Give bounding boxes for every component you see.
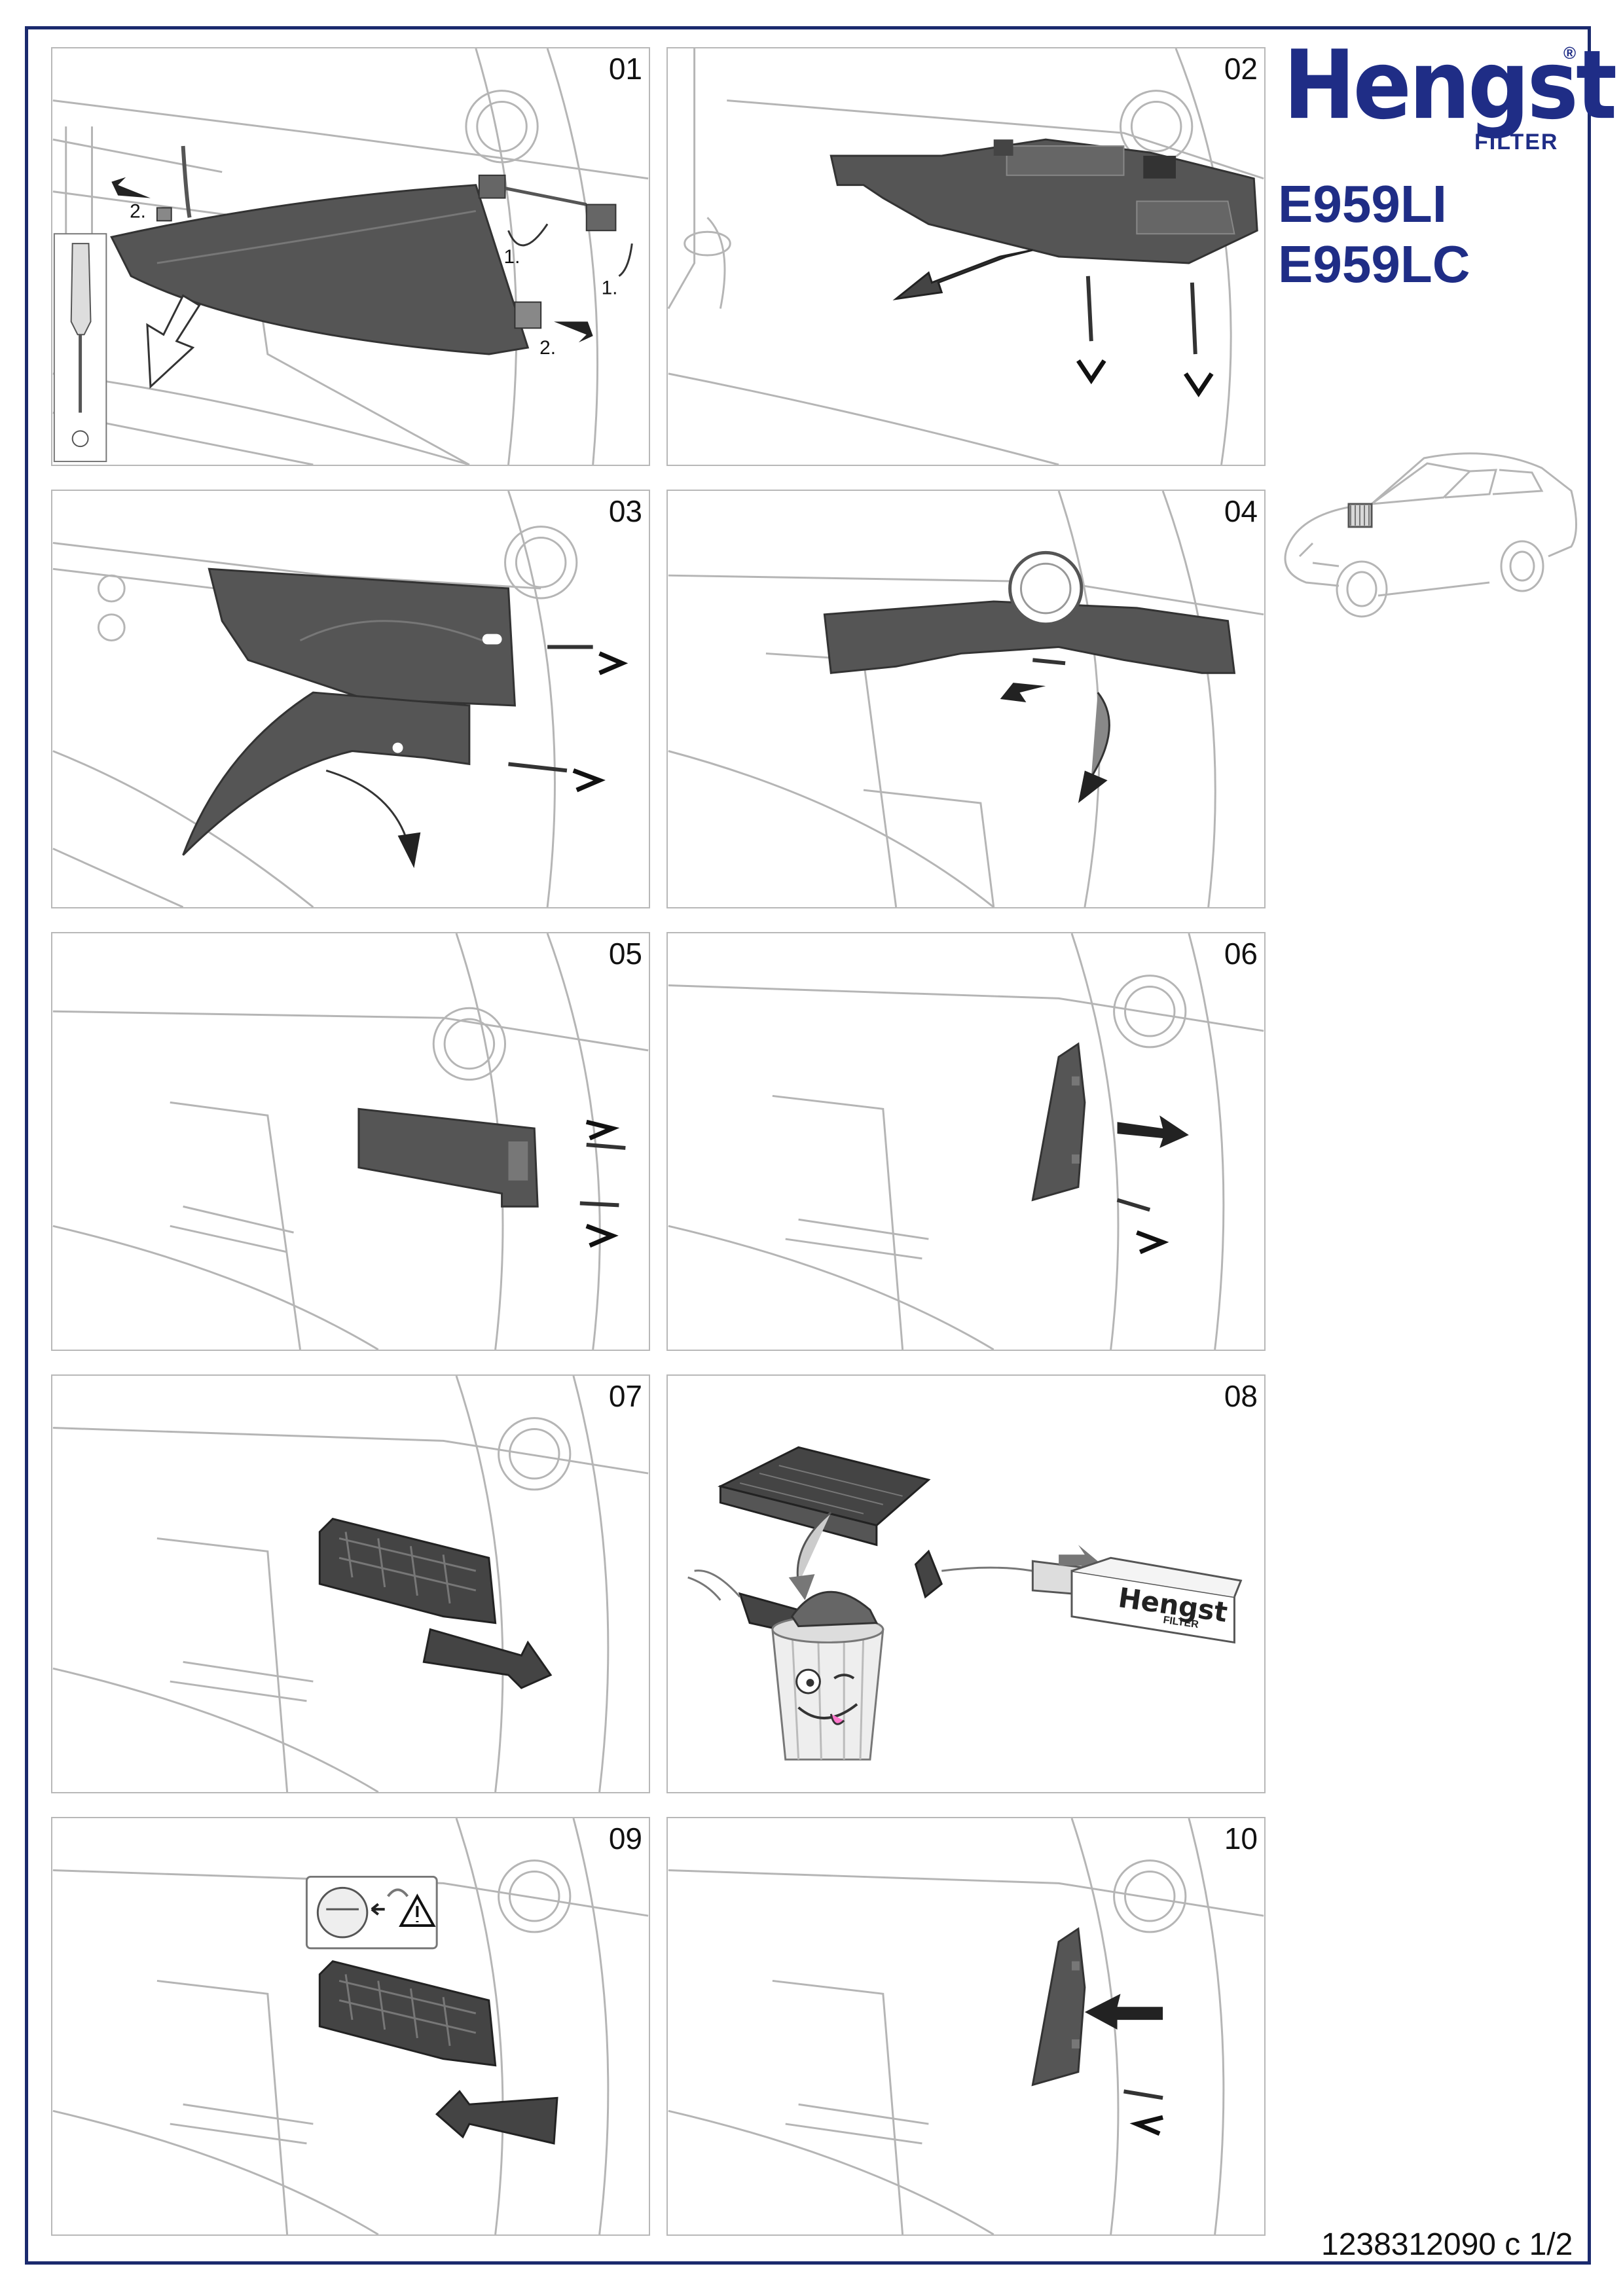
document-code: 1238312090 c 1/2: [1321, 2227, 1573, 2262]
hengst-logo: Hengst ® FILTER: [1283, 38, 1617, 156]
step-08-illustration: Hengst FILTER: [687, 1446, 1243, 1761]
step-number: 09: [608, 1821, 642, 1856]
step-number: 02: [1224, 52, 1258, 86]
step-panel-01: 2. 1. 1. 2. 01: [51, 47, 650, 466]
step-07-illustration: [52, 1376, 649, 1792]
step-04-illustration: [668, 491, 1264, 907]
step-panel-09: 09: [51, 1817, 650, 2236]
step-05-illustration: [52, 933, 649, 1350]
step-09-illustration: [52, 1818, 649, 2234]
step-01-label-d: 2.: [539, 337, 556, 359]
step-panel-08: Hengst FILTER 08: [666, 1374, 1266, 1793]
registered-mark: ®: [1563, 43, 1577, 63]
step-number: 08: [1224, 1379, 1258, 1413]
step-01-label-b: 1.: [504, 246, 520, 268]
step-panel-10: 10: [666, 1817, 1266, 2236]
page-frame: [25, 26, 1591, 2265]
step-01-label-c: 1.: [602, 278, 618, 299]
car-illustration: [1284, 452, 1577, 618]
step-panel-06: 06: [666, 932, 1266, 1351]
step-panel-04: 04: [666, 490, 1266, 908]
step-03-illustration: [52, 491, 629, 907]
step-02-illustration: [668, 48, 1264, 465]
step-01-label-a: 2.: [130, 200, 146, 222]
step-06-illustration: [668, 933, 1264, 1350]
part-number-1: E959LI: [1278, 175, 1447, 233]
step-number: 10: [1224, 1821, 1258, 1856]
step-number: 03: [608, 494, 642, 528]
step-panel-03: 03: [51, 490, 650, 908]
step-10-illustration: [668, 1818, 1264, 2234]
step-number: 04: [1224, 494, 1258, 528]
logo-subtitle: FILTER: [1474, 130, 1559, 154]
step-panel-02: 02: [666, 47, 1266, 466]
step-number: 07: [608, 1379, 642, 1413]
step-panel-05: 05: [51, 932, 650, 1351]
step-number: 06: [1224, 937, 1258, 971]
step-panel-07: 07: [51, 1374, 650, 1793]
part-number-2: E959LC: [1278, 235, 1470, 293]
logo-wordmark: Hengst: [1283, 29, 1617, 141]
step-number: 01: [608, 52, 642, 86]
step-01-illustration: 2. 1. 1. 2.: [52, 48, 649, 465]
step-number: 05: [608, 937, 642, 971]
